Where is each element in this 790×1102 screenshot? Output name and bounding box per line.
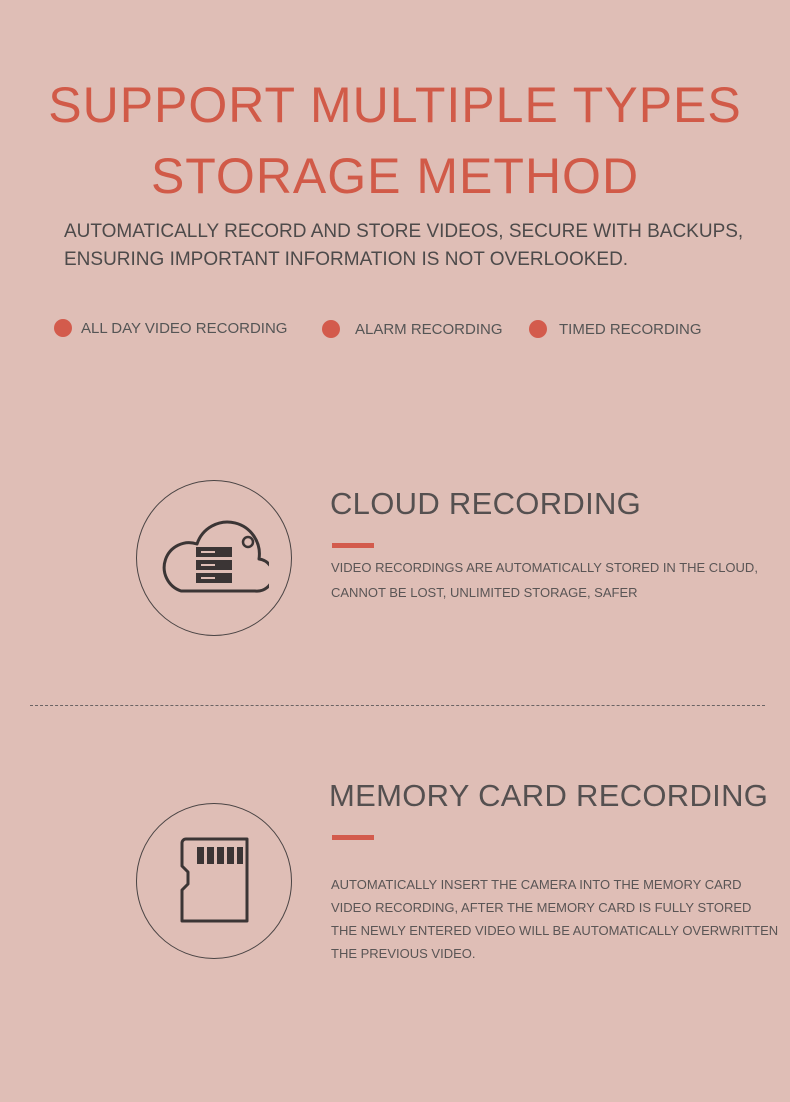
section-title-memory-card: MEMORY CARD RECORDING: [329, 778, 769, 813]
tag-timed-recording: TIMED RECORDING: [529, 320, 702, 338]
section-text-cloud: VIDEO RECORDINGS ARE AUTOMATICALLY STORE…: [331, 556, 758, 604]
memory-card-icon: [180, 837, 249, 923]
cloud-server-icon: [162, 520, 269, 593]
page-title-line-1: SUPPORT MULTIPLE TYPES: [48, 77, 742, 133]
tag-alarm-recording: ALARM RECORDING: [322, 320, 503, 338]
accent-bar: [332, 543, 374, 548]
bullet-dot-icon: [322, 320, 340, 338]
bullet-dot-icon: [54, 319, 72, 337]
text-line: AUTOMATICALLY INSERT THE CAMERA INTO THE…: [331, 877, 742, 892]
tag-all-day-recording: ALL DAY VIDEO RECORDING: [54, 319, 287, 337]
accent-bar: [332, 835, 374, 840]
section-divider: [30, 705, 765, 706]
text-line: THE PREVIOUS VIDEO.: [331, 946, 476, 961]
section-text-memory-card: AUTOMATICALLY INSERT THE CAMERA INTO THE…: [331, 873, 778, 965]
tag-label: ALARM RECORDING: [355, 320, 503, 338]
cloud-icon-circle: [136, 480, 292, 636]
text-line: CANNOT BE LOST, UNLIMITED STORAGE, SAFER: [331, 585, 638, 600]
subtitle-line-2: ENSURING IMPORTANT INFORMATION IS NOT OV…: [64, 249, 629, 270]
text-line: THE NEWLY ENTERED VIDEO WILL BE AUTOMATI…: [331, 923, 779, 938]
section-title-cloud: CLOUD RECORDING: [330, 486, 642, 521]
text-line: VIDEO RECORDING, AFTER THE MEMORY CARD I…: [331, 900, 752, 915]
page-subtitle: AUTOMATICALLY RECORD AND STORE VIDEOS, S…: [64, 218, 764, 274]
tag-label: TIMED RECORDING: [559, 320, 702, 338]
memory-card-icon-circle: [136, 803, 292, 959]
bullet-dot-icon: [529, 320, 547, 338]
tag-label: ALL DAY VIDEO RECORDING: [81, 319, 288, 337]
page-title-line-2: STORAGE METHOD: [150, 148, 640, 204]
subtitle-line-1: AUTOMATICALLY RECORD AND STORE VIDEOS, S…: [64, 221, 744, 242]
text-line: VIDEO RECORDINGS ARE AUTOMATICALLY STORE…: [331, 560, 758, 575]
